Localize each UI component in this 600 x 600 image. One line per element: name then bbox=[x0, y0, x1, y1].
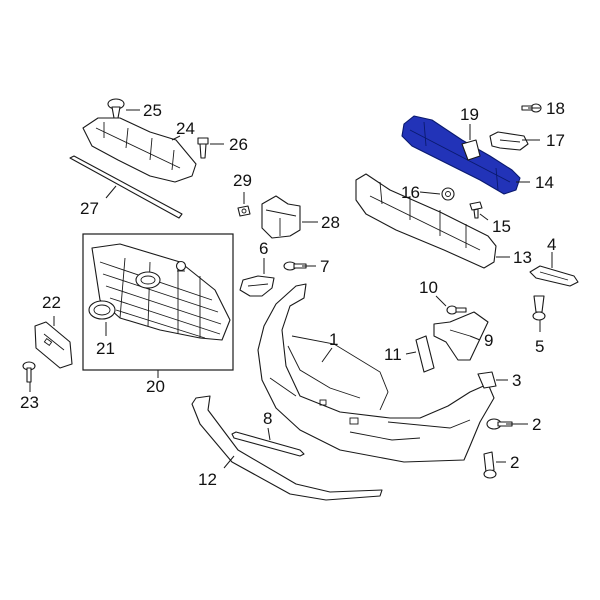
callout-24: 24 bbox=[176, 119, 195, 138]
emblem-part[interactable] bbox=[88, 300, 116, 320]
callout-7: 7 bbox=[320, 257, 329, 276]
screw-2b-part[interactable] bbox=[483, 451, 497, 479]
screw-5-part[interactable] bbox=[532, 295, 546, 321]
bolt-15-part[interactable] bbox=[469, 201, 483, 219]
callout-26: 26 bbox=[229, 135, 248, 154]
screw-23-part[interactable] bbox=[22, 361, 36, 383]
trim-strip-8-part[interactable] bbox=[231, 431, 305, 457]
bracket-19-part[interactable] bbox=[461, 139, 481, 161]
screw-2a-part[interactable] bbox=[486, 418, 513, 430]
impact-bar-14-part[interactable] bbox=[401, 115, 521, 195]
screw-7-part[interactable] bbox=[283, 261, 307, 271]
grille-support-part[interactable] bbox=[82, 117, 197, 183]
bolt-10-part[interactable] bbox=[446, 305, 467, 315]
bracket-6-part[interactable] bbox=[239, 275, 275, 297]
leader-lines bbox=[29, 107, 553, 469]
bumper-cover-part[interactable] bbox=[257, 283, 495, 463]
bracket-17-part[interactable] bbox=[489, 131, 529, 151]
lamp-bezel-part[interactable] bbox=[529, 265, 579, 287]
callout-28: 28 bbox=[321, 213, 340, 232]
clip-3-part[interactable] bbox=[477, 371, 497, 389]
lower-spoiler-part[interactable] bbox=[191, 395, 383, 501]
callout-18: 18 bbox=[546, 99, 565, 118]
bracket-28-part[interactable] bbox=[261, 195, 301, 239]
callout-25: 25 bbox=[143, 101, 162, 120]
callout-27: 27 bbox=[80, 199, 99, 218]
callout-15: 15 bbox=[492, 217, 511, 236]
callout-1: 1 bbox=[329, 330, 338, 349]
grille-part[interactable] bbox=[91, 243, 231, 341]
callout-14: 14 bbox=[535, 173, 554, 192]
clip-29-part[interactable] bbox=[237, 205, 251, 217]
seal-strip-part[interactable] bbox=[69, 155, 183, 219]
energy-absorber-part[interactable] bbox=[355, 173, 497, 269]
callout-11: 11 bbox=[384, 345, 402, 364]
callout-29: 29 bbox=[233, 171, 252, 190]
callout-8: 8 bbox=[263, 409, 272, 428]
callout-2-upper: 2 bbox=[532, 415, 541, 434]
callout-21: 21 bbox=[96, 339, 115, 358]
callout-20: 20 bbox=[146, 377, 165, 396]
callout-22: 22 bbox=[42, 293, 61, 312]
callout-3: 3 bbox=[512, 371, 521, 390]
callout-17: 17 bbox=[546, 131, 565, 150]
callout-16: 16 bbox=[401, 183, 420, 202]
callout-23: 23 bbox=[20, 393, 39, 412]
callout-6: 6 bbox=[259, 239, 268, 258]
bolt-26-part[interactable] bbox=[197, 137, 209, 159]
reflector-11-part[interactable] bbox=[415, 335, 435, 373]
callout-5: 5 bbox=[535, 337, 544, 356]
callout-12: 12 bbox=[198, 470, 217, 489]
license-bracket-part[interactable] bbox=[34, 321, 73, 369]
callout-4: 4 bbox=[547, 235, 556, 254]
callout-2-lower: 2 bbox=[510, 453, 519, 472]
grille-clip-part[interactable] bbox=[175, 260, 187, 272]
bracket-9-part[interactable] bbox=[433, 311, 489, 361]
callout-9: 9 bbox=[484, 331, 493, 350]
callout-19: 19 bbox=[460, 105, 479, 124]
callout-13: 13 bbox=[513, 248, 532, 267]
callout-10: 10 bbox=[419, 278, 438, 297]
nut-16-part[interactable] bbox=[441, 187, 455, 201]
push-pin-25-part[interactable] bbox=[107, 98, 125, 119]
